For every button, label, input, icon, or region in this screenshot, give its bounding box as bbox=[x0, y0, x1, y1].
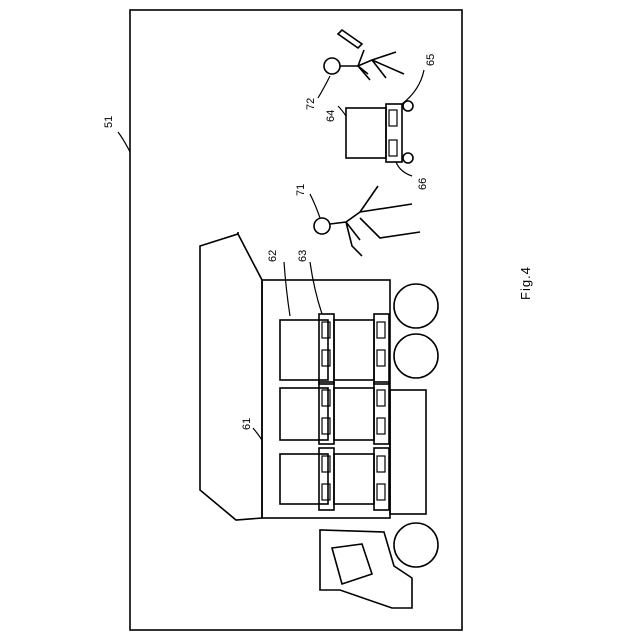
tag-right bbox=[374, 382, 389, 444]
tag-slot bbox=[377, 322, 385, 338]
label-65: 65 bbox=[425, 54, 437, 66]
tag-left bbox=[319, 314, 334, 384]
tag-right bbox=[374, 314, 389, 384]
shelf-right bbox=[334, 320, 374, 380]
cart-tag bbox=[386, 104, 402, 162]
label-66: 66 bbox=[417, 178, 429, 190]
wheel-rear-2 bbox=[394, 334, 438, 378]
cart-tag-slot bbox=[389, 110, 397, 126]
person-operator: 71 bbox=[295, 184, 420, 256]
cart: 64 65 66 bbox=[325, 54, 437, 190]
leader-72 bbox=[318, 76, 330, 98]
tag-left bbox=[319, 448, 334, 510]
shelf-row-2 bbox=[280, 382, 389, 444]
shelf-right bbox=[334, 454, 374, 504]
tag-slot bbox=[377, 484, 385, 500]
leader-61 bbox=[253, 428, 262, 440]
tag-slot bbox=[377, 418, 385, 434]
truck: 61 62 63 bbox=[200, 232, 438, 608]
figure-caption: Fig.4 bbox=[518, 266, 533, 300]
truck-cab bbox=[320, 530, 412, 608]
frame-label-leader bbox=[118, 132, 130, 152]
container-body bbox=[262, 280, 390, 518]
cab-window bbox=[332, 544, 372, 584]
leader-63 bbox=[310, 262, 322, 314]
shelf-row-3 bbox=[280, 448, 389, 510]
person-with-tool: 72 bbox=[305, 30, 404, 110]
label-71: 71 bbox=[295, 184, 307, 196]
head bbox=[324, 58, 340, 74]
body bbox=[340, 50, 404, 80]
chassis-box bbox=[390, 390, 426, 514]
cart-body bbox=[346, 108, 386, 158]
tag-slot bbox=[377, 350, 385, 366]
leader-62 bbox=[284, 262, 290, 316]
leader-65 bbox=[402, 70, 424, 104]
shelf-left bbox=[280, 454, 328, 504]
shelf-left bbox=[280, 320, 328, 380]
label-63: 63 bbox=[297, 250, 309, 262]
shelf-left bbox=[280, 388, 328, 440]
tag-slot bbox=[377, 456, 385, 472]
shelf-right bbox=[334, 388, 374, 440]
leader-64 bbox=[338, 106, 346, 116]
tag-right bbox=[374, 448, 389, 510]
wheel-front bbox=[394, 523, 438, 567]
body bbox=[330, 186, 420, 256]
wheel-rear-1 bbox=[394, 284, 438, 328]
leader-66 bbox=[396, 162, 412, 176]
tag-slot bbox=[377, 390, 385, 406]
head bbox=[314, 218, 330, 234]
shelf-row-1 bbox=[280, 314, 389, 384]
label-62: 62 bbox=[267, 250, 279, 262]
label-64: 64 bbox=[325, 110, 337, 122]
container-roof bbox=[200, 234, 262, 520]
leader-71 bbox=[310, 194, 320, 218]
cart-tag-slot bbox=[389, 140, 397, 156]
tag-left bbox=[319, 382, 334, 444]
cart-wheel bbox=[403, 153, 413, 163]
label-72: 72 bbox=[305, 98, 317, 110]
label-51: 51 bbox=[103, 116, 115, 128]
label-61: 61 bbox=[241, 418, 253, 430]
tool bbox=[338, 30, 362, 48]
